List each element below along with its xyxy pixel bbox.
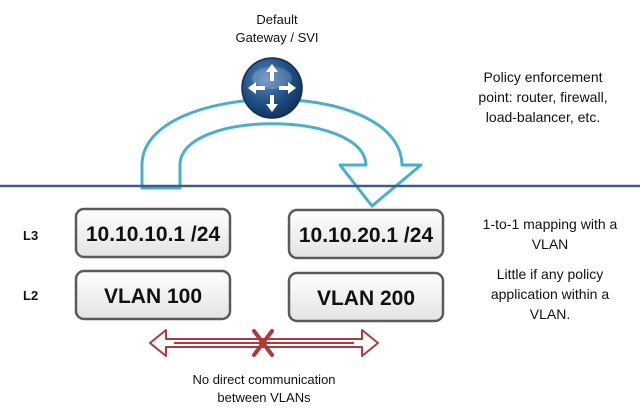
policy-application-note-line-1: Little if any policy: [497, 266, 604, 282]
gateway-label-line-2: Gateway / SVI: [235, 30, 318, 45]
subnet-label-1: 10.10.10.1 /24: [86, 223, 221, 246]
policy-note-line-1: Policy enforcement: [483, 69, 602, 85]
layer-label-l3: L3: [23, 228, 38, 243]
vlan-box-100: VLAN 100: [74, 269, 232, 321]
vlan-box-200: VLAN 200: [287, 271, 445, 323]
subnet-box-2: 10.10.20.1 /24: [287, 208, 445, 260]
no-communication-caption-line-2: between VLANs: [217, 390, 311, 405]
vlan-label-100: VLAN 100: [104, 285, 202, 308]
mapping-note-line-2: VLAN: [532, 236, 569, 252]
subnet-box-1: 10.10.10.1 /24: [74, 207, 232, 259]
router-icon: [241, 57, 303, 119]
policy-application-note-line-3: VLAN.: [530, 306, 570, 322]
vlan-label-200: VLAN 200: [317, 287, 415, 310]
subnet-label-2: 10.10.20.1 /24: [299, 224, 434, 247]
layer-label-l2: L2: [23, 288, 38, 303]
mapping-note-line-1: 1-to-1 mapping with a: [483, 216, 618, 232]
policy-note-line-3: load-balancer, etc.: [486, 109, 600, 125]
no-communication-caption-line-1: No direct communication: [192, 372, 335, 387]
policy-note-line-2: point: router, firewall,: [478, 89, 607, 105]
blocked-x-icon: [252, 329, 274, 357]
routing-arrow: [140, 97, 423, 208]
gateway-label-line-1: Default: [256, 12, 298, 27]
policy-application-note-line-2: application within a: [491, 286, 610, 302]
